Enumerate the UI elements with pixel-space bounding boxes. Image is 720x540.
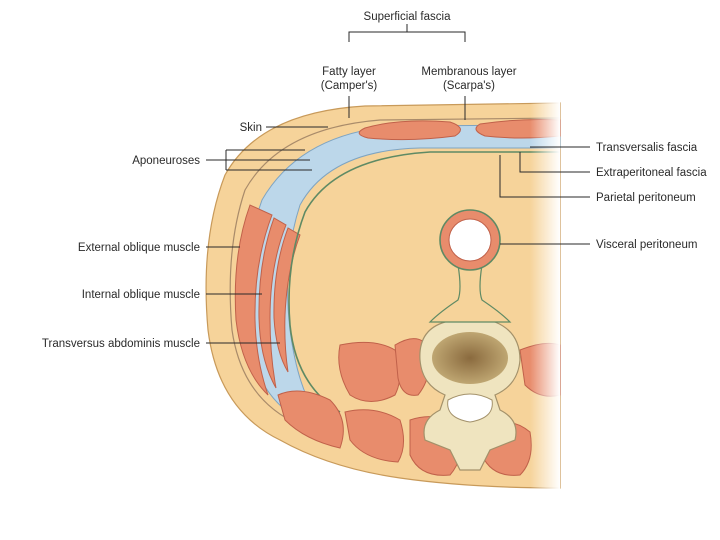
membranous-layer — [229, 117, 561, 426]
label-aponeuroses: Aponeuroses — [132, 155, 200, 167]
label-extraperitoneal-fascia: Extraperitoneal fascia — [596, 167, 707, 179]
label-visceral-peritoneum: Visceral peritoneum — [596, 239, 697, 251]
rectus-muscle-left — [358, 120, 461, 141]
label-transversus: Transversus abdominis muscle — [42, 338, 200, 350]
quadratus-lumborum — [338, 341, 401, 402]
parietal-peritoneum-line — [288, 151, 560, 413]
label-superficial-fascia: Superficial fascia — [364, 11, 452, 23]
vertebral-body-marrow — [432, 332, 508, 384]
label-fatty-layer: Fatty layer — [322, 66, 376, 78]
gut-tube-lumen — [448, 218, 492, 262]
label-skin: Skin — [240, 122, 262, 134]
label-parietal-peritoneum: Parietal peritoneum — [596, 192, 696, 204]
mesentery — [428, 264, 512, 323]
label-campers: (Camper's) — [321, 80, 378, 92]
spinal-canal — [447, 393, 493, 423]
label-internal-oblique: Internal oblique muscle — [82, 289, 200, 301]
posterior-muscle-1 — [277, 390, 344, 449]
leader-lines — [206, 24, 590, 344]
external-oblique-muscle — [234, 204, 273, 396]
posterior-muscle-2 — [344, 409, 404, 463]
internal-oblique-muscle — [258, 217, 287, 389]
label-transversalis-fascia: Transversalis fascia — [596, 142, 698, 154]
label-external-oblique: External oblique muscle — [78, 242, 200, 254]
transversus-abdominis-muscle — [273, 227, 301, 373]
label-scarpas: (Scarpa's) — [443, 80, 495, 92]
label-membranous-layer: Membranous layer — [421, 66, 516, 78]
right-fade — [530, 95, 560, 495]
